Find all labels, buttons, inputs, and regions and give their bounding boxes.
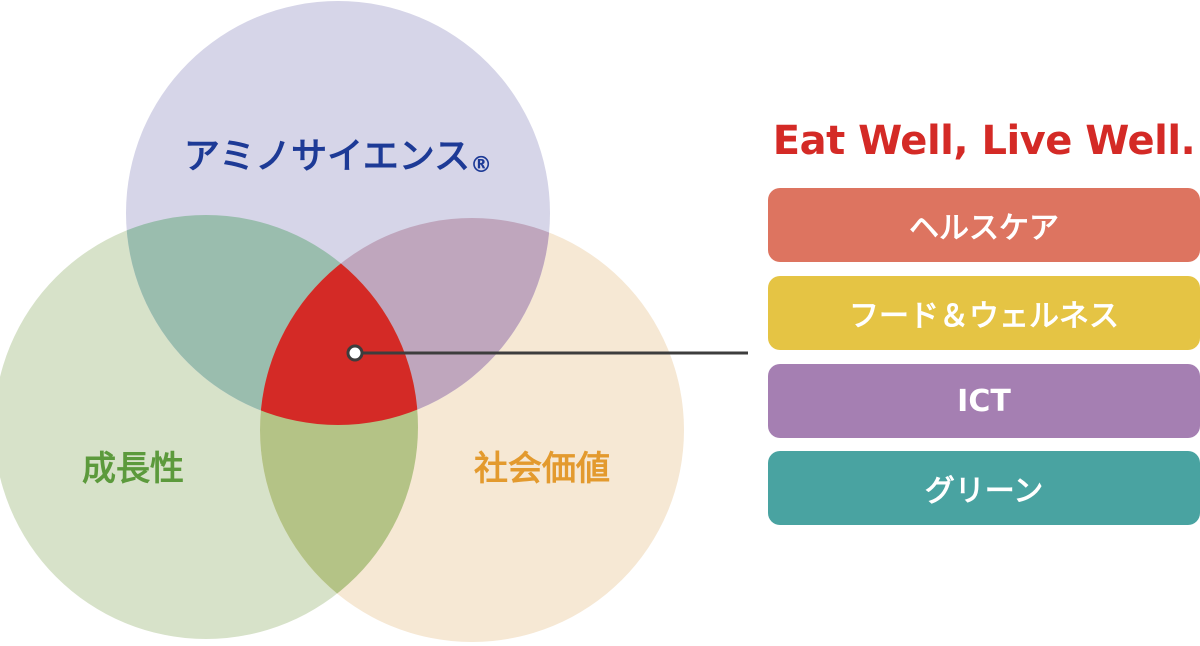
tagline: Eat Well, Live Well. bbox=[772, 118, 1196, 164]
registered-mark: ® bbox=[470, 153, 492, 178]
category-green: グリーン bbox=[768, 451, 1200, 525]
venn-label-right: 社会価値 bbox=[474, 449, 610, 489]
venn-diagram: アミノサイエンス® 成長性 社会価値 bbox=[0, 1, 748, 642]
category-food-wellness: フード＆ウェルネス bbox=[768, 276, 1200, 350]
category-ict: ICT bbox=[768, 364, 1200, 438]
category-healthcare: ヘルスケア bbox=[768, 188, 1200, 262]
category-label: ICT bbox=[957, 383, 1011, 419]
venn-overlap-center bbox=[260, 218, 418, 425]
category-label: フード＆ウェルネス bbox=[849, 299, 1119, 334]
connector-dot bbox=[346, 344, 364, 362]
category-label: グリーン bbox=[924, 474, 1044, 509]
venn-label-left: 成長性 bbox=[82, 449, 184, 489]
venn-label-top: アミノサイエンス® bbox=[184, 136, 492, 178]
category-label: ヘルスケア bbox=[909, 211, 1059, 246]
